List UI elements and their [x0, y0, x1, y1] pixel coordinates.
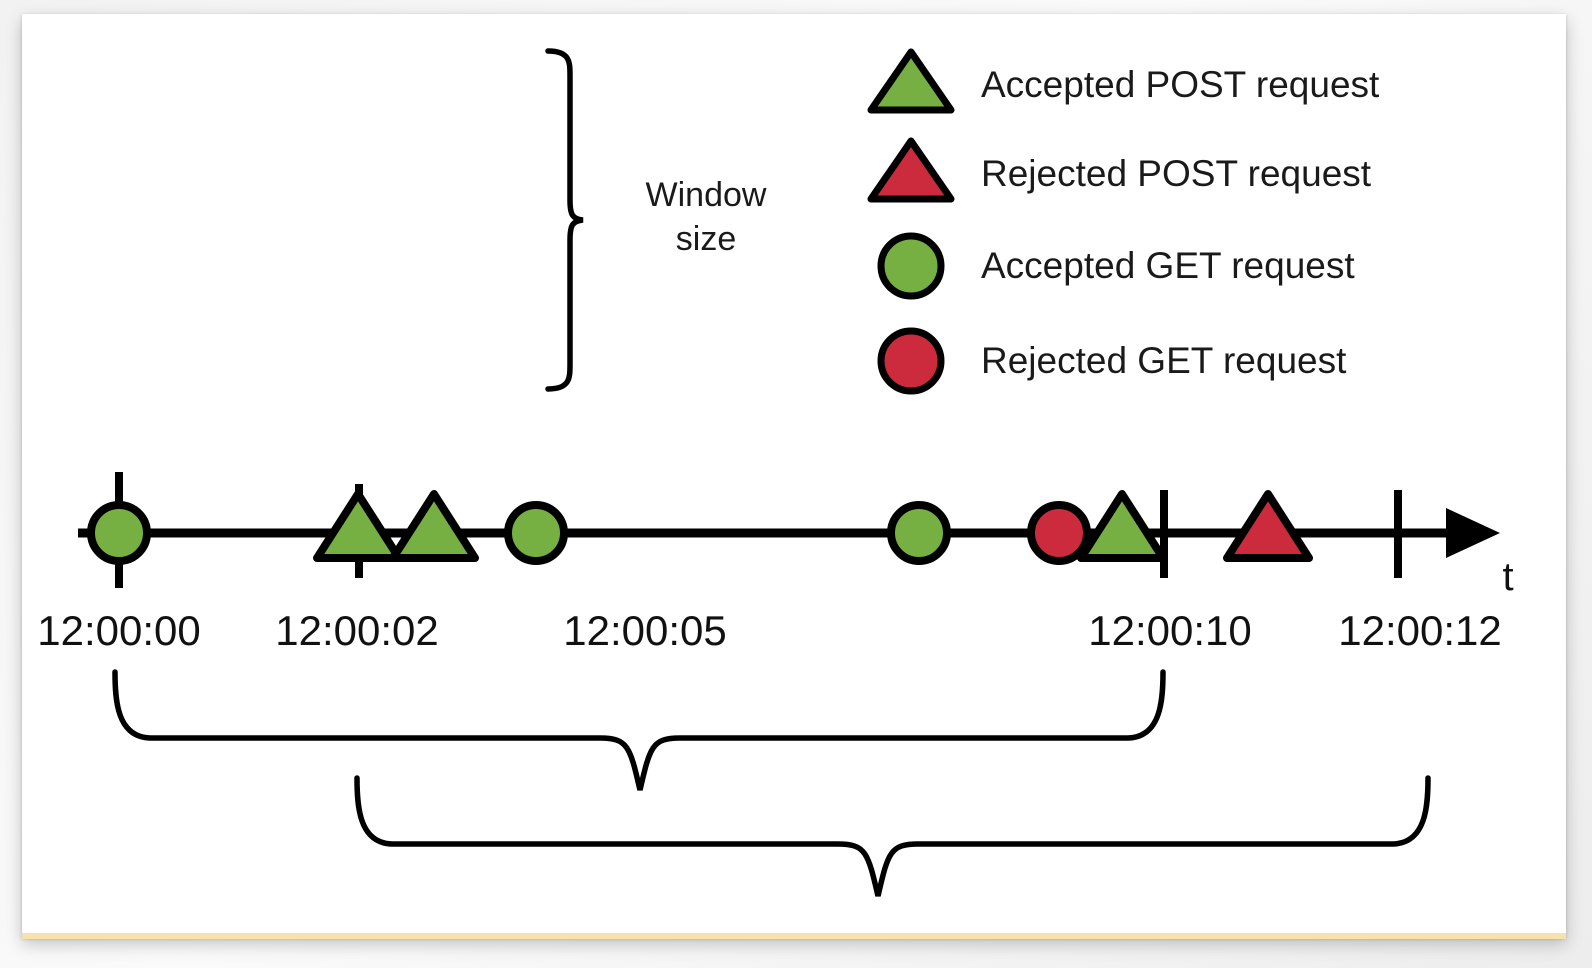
- window-size-brace: [545, 48, 584, 392]
- window-braces: [112, 669, 1431, 897]
- circle-green-icon: [877, 232, 945, 300]
- triangle-green-icon: [867, 48, 955, 114]
- tick-label-1: 12:00:02: [275, 607, 439, 654]
- canvas-accent-bar: [22, 933, 1566, 939]
- event-marker-circle-accepted-get-1[interactable]: [87, 501, 151, 565]
- window-brace-2: [354, 775, 1431, 897]
- legend-label-rejected-get: Rejected GET request: [981, 340, 1347, 381]
- axis-label-t: t: [1502, 555, 1513, 599]
- figure-canvas: [22, 14, 1566, 938]
- event-marker-circle-rejected-get-1[interactable]: [1027, 501, 1091, 565]
- circle-red-icon: [877, 327, 945, 395]
- tick-label-4: 12:00:12: [1338, 607, 1502, 654]
- tick-label-0: 12:00:00: [37, 607, 201, 654]
- event-marker-circle-accepted-get-2[interactable]: [504, 501, 568, 565]
- event-marker-triangle-rejected-post-1[interactable]: [1223, 490, 1313, 562]
- legend: Accepted POST request Rejected POST requ…: [867, 48, 1380, 395]
- tick-labels: 12:00:00 12:00:02 12:00:05 12:00:10 12:0…: [37, 607, 1502, 654]
- legend-label-accepted-get: Accepted GET request: [981, 245, 1355, 286]
- legend-item-accepted-get[interactable]: Accepted GET request: [877, 232, 1355, 300]
- event-markers: [87, 490, 1313, 565]
- legend-item-rejected-get[interactable]: Rejected GET request: [877, 327, 1347, 395]
- window-size-label-line1: Window: [646, 176, 767, 214]
- tick-label-3: 12:00:10: [1088, 607, 1252, 654]
- window-size-label-line2: size: [676, 220, 736, 258]
- window-size-annotation: Window size: [545, 48, 767, 392]
- event-marker-triangle-accepted-post-2[interactable]: [389, 490, 479, 562]
- axis-arrowhead-icon: [1446, 508, 1500, 558]
- window-brace-1: [112, 669, 1166, 791]
- event-marker-triangle-accepted-post-1[interactable]: [313, 490, 403, 562]
- event-marker-triangle-accepted-post-3[interactable]: [1077, 490, 1167, 562]
- legend-label-rejected-post: Rejected POST request: [981, 153, 1372, 194]
- tick-label-2: 12:00:05: [563, 607, 727, 654]
- legend-label-accepted-post: Accepted POST request: [981, 64, 1380, 105]
- triangle-red-icon: [867, 137, 955, 203]
- legend-item-accepted-post[interactable]: Accepted POST request: [867, 48, 1380, 114]
- event-marker-circle-accepted-get-3[interactable]: [887, 501, 951, 565]
- legend-item-rejected-post[interactable]: Rejected POST request: [867, 137, 1372, 203]
